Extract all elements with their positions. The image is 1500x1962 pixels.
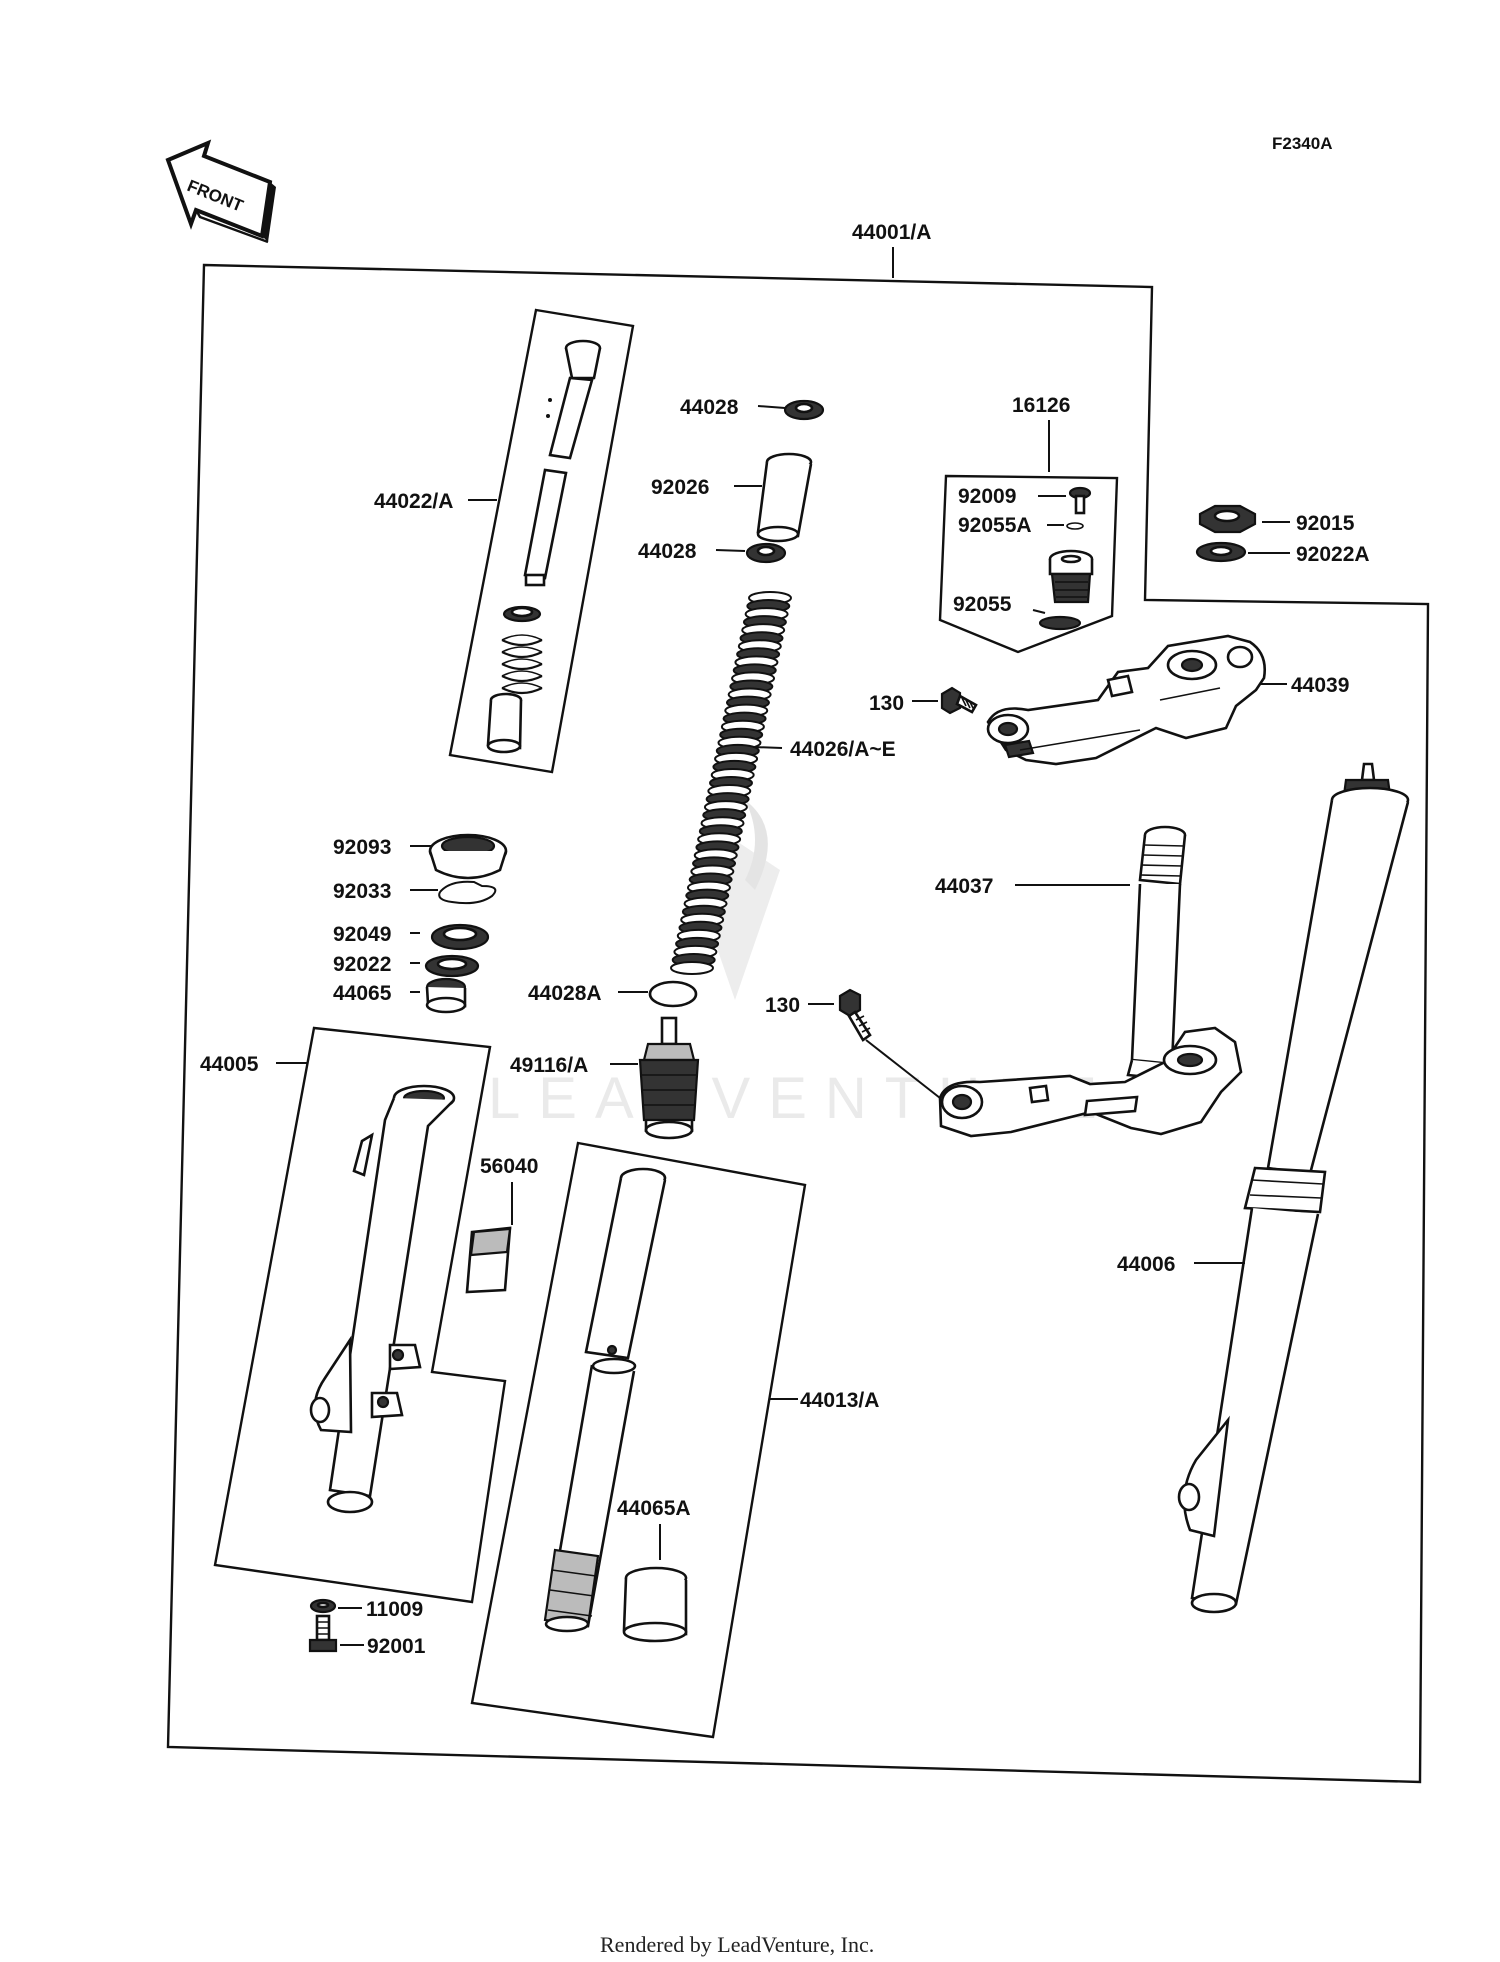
upper-bracket-44039 bbox=[986, 634, 1266, 766]
label-11009: 11009 bbox=[366, 1598, 423, 1621]
label-44065: 44065 bbox=[333, 982, 392, 1005]
spacer-92026 bbox=[756, 452, 813, 543]
subassembly-box-44022 bbox=[448, 308, 635, 774]
subassembly-box-44013 bbox=[470, 1141, 807, 1739]
fork-spring-44026 bbox=[670, 591, 792, 975]
assembly-boundary-44001 bbox=[166, 263, 1430, 1784]
steering-stem-44037 bbox=[1126, 825, 1187, 1082]
label-sticker-56040 bbox=[465, 1226, 512, 1294]
label-92022: 92022 bbox=[333, 953, 391, 976]
o-ring-92055A bbox=[1066, 522, 1084, 530]
spring-coil bbox=[670, 961, 714, 975]
label-44028-top: 44028 bbox=[680, 396, 739, 419]
label-44022: 44022/A bbox=[374, 490, 453, 513]
damper-piece-part bbox=[486, 692, 523, 754]
collar-44028-top bbox=[783, 399, 825, 421]
fork-assembly-44006 bbox=[1177, 762, 1410, 1614]
label-44006: 44006 bbox=[1117, 1253, 1175, 1276]
collar-44028-mid bbox=[745, 542, 787, 564]
subassembly-box-44005 bbox=[213, 1026, 507, 1604]
label-92022A: 92022A bbox=[1296, 543, 1370, 566]
bolt-130-top bbox=[940, 686, 978, 715]
label-44028-mid: 44028 bbox=[638, 540, 697, 563]
nut-92015 bbox=[1198, 504, 1257, 534]
label-92015: 92015 bbox=[1296, 512, 1355, 535]
gasket-11009 bbox=[309, 1598, 337, 1614]
bolt-92001 bbox=[308, 1614, 338, 1653]
bolt-130-mid bbox=[838, 988, 872, 1042]
bushing-44065 bbox=[425, 977, 467, 1014]
label-130-mid: 130 bbox=[765, 994, 800, 1017]
label-92049: 92049 bbox=[333, 923, 391, 946]
footer-credit: Rendered by LeadVenture, Inc. bbox=[600, 1932, 874, 1957]
washer-92022 bbox=[424, 954, 480, 978]
label-44037: 44037 bbox=[935, 875, 993, 898]
label-44013: 44013/A bbox=[800, 1389, 879, 1412]
label-44005: 44005 bbox=[200, 1053, 259, 1076]
label-92055: 92055 bbox=[953, 593, 1012, 616]
screw-92009 bbox=[1068, 486, 1092, 515]
front-direction-arrow: FRONT bbox=[165, 139, 276, 244]
washer-92022A bbox=[1195, 541, 1247, 563]
label-44039: 44039 bbox=[1291, 674, 1349, 697]
label-44026: 44026/A~E bbox=[790, 738, 896, 761]
label-44028A: 44028A bbox=[528, 982, 602, 1005]
label-16126: 16126 bbox=[1012, 394, 1070, 417]
inner-tube-44013 bbox=[543, 1167, 667, 1633]
oil-seal-92049 bbox=[430, 923, 490, 951]
bushing-44065A bbox=[622, 1566, 688, 1643]
outer-tube-44005 bbox=[309, 1084, 456, 1514]
o-ring-92055 bbox=[1038, 615, 1082, 631]
label-92009: 92009 bbox=[958, 485, 1016, 508]
label-92055A: 92055A bbox=[958, 514, 1032, 537]
label-44001: 44001/A bbox=[852, 221, 931, 244]
label-92001: 92001 bbox=[367, 1635, 426, 1658]
diagram-code: F2340A bbox=[1272, 134, 1332, 153]
label-92033: 92033 bbox=[333, 880, 391, 903]
label-92026: 92026 bbox=[651, 476, 709, 499]
label-92093: 92093 bbox=[333, 836, 391, 859]
rebound-spring-part bbox=[501, 605, 543, 695]
label-44065A: 44065A bbox=[617, 1497, 691, 1520]
washer-44028A bbox=[648, 980, 698, 1008]
label-56040: 56040 bbox=[480, 1155, 538, 1178]
label-130-top: 130 bbox=[869, 692, 904, 715]
subassembly-box-16126 bbox=[938, 474, 1119, 654]
retaining-ring-92033 bbox=[438, 880, 497, 905]
cap-bolt-16126 bbox=[1048, 549, 1094, 604]
valve-49116 bbox=[638, 1016, 700, 1140]
dust-seal-92093 bbox=[428, 833, 508, 880]
label-49116: 49116/A bbox=[510, 1054, 588, 1077]
damper-rod-part bbox=[523, 339, 602, 587]
lower-bracket-44037 bbox=[938, 1026, 1243, 1138]
